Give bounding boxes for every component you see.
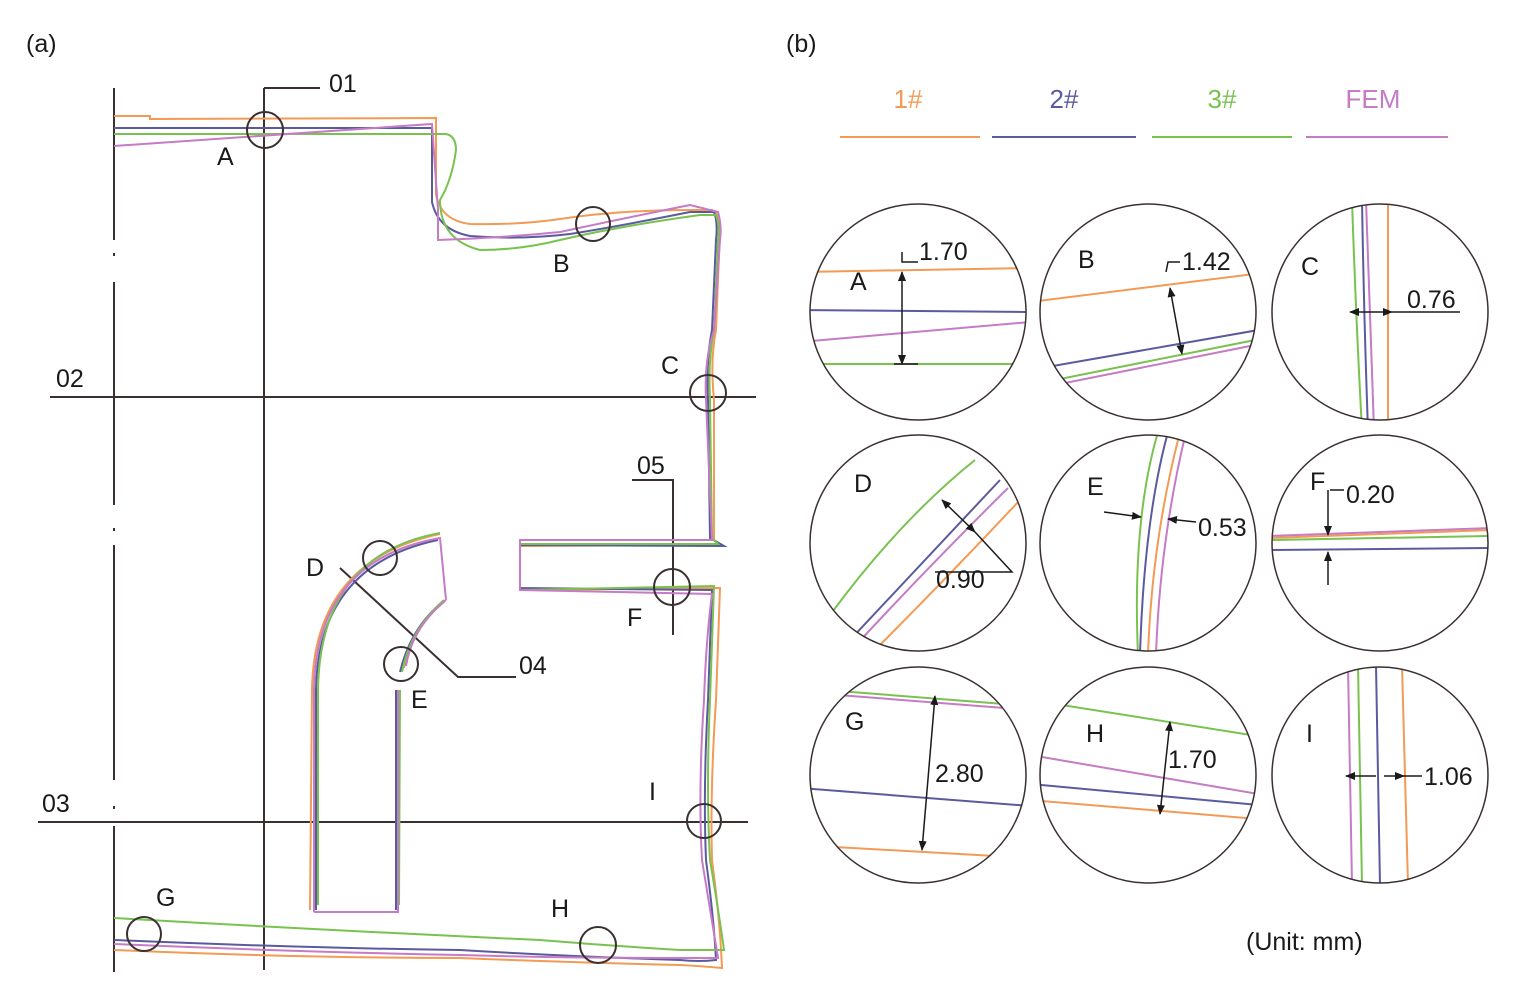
section-label-02: 02: [56, 365, 84, 393]
point-label-h: H: [551, 895, 569, 923]
marker-circle-d: [362, 540, 398, 576]
point-label-b: B: [553, 250, 570, 278]
detail-h: H 1.70: [1039, 666, 1257, 884]
point-label-f: F: [627, 604, 642, 632]
marker-circle-e: [383, 646, 419, 682]
marker-circle-f: [653, 568, 691, 606]
detail-b-value: 1.42: [1182, 248, 1231, 276]
section-line-05: [632, 479, 674, 635]
legend-label-fem: FEM: [1346, 84, 1401, 114]
detail-i: I 1.06: [1271, 666, 1489, 884]
marker-circle-c: [689, 374, 727, 412]
detail-f: F 0.20: [1271, 434, 1489, 652]
marker-circle-i: [686, 803, 722, 839]
detail-a-label: A: [850, 268, 867, 296]
marker-circle-b: [575, 206, 611, 242]
panel-a: (a) 01 02 03 04 05: [26, 30, 756, 972]
reference-lines: [38, 87, 756, 972]
detail-g-value: 2.80: [935, 760, 984, 788]
detail-g-label: G: [845, 708, 864, 736]
marker-circles: [126, 111, 727, 964]
detail-f-label: F: [1310, 468, 1325, 496]
detail-e: E 0.53: [1039, 434, 1257, 652]
outline-series-2: [113, 127, 728, 962]
detail-c-label: C: [1301, 253, 1319, 281]
detail-d-value: 0.90: [936, 566, 985, 594]
section-label-05: 05: [637, 452, 665, 480]
marker-circle-a: [246, 111, 284, 149]
legend: 1# 2# 3# FEM: [840, 84, 1448, 138]
detail-e-value: 0.53: [1198, 514, 1247, 542]
detail-i-value: 1.06: [1424, 763, 1473, 791]
point-label-a: A: [217, 143, 234, 171]
detail-h-label: H: [1086, 720, 1104, 748]
section-line-04: [339, 567, 516, 678]
unit-label: (Unit: mm): [1246, 928, 1363, 956]
legend-label-1: 1#: [894, 84, 923, 114]
detail-b-label: B: [1078, 246, 1095, 274]
legend-label-2: 2#: [1050, 84, 1079, 114]
detail-b: B 1.42: [1039, 203, 1257, 421]
point-label-i: I: [649, 778, 656, 806]
detail-d: D 0.90: [809, 434, 1027, 652]
marker-circle-g: [126, 916, 162, 952]
detail-h-value: 1.70: [1168, 746, 1217, 774]
point-label-e: E: [411, 686, 428, 714]
section-label-03: 03: [42, 790, 70, 818]
detail-g: G 2.80: [809, 666, 1027, 884]
detail-e-label: E: [1087, 473, 1104, 501]
panel-b-label: (b): [786, 30, 817, 58]
detail-c-value: 0.76: [1407, 286, 1456, 314]
point-label-d: D: [306, 554, 324, 582]
section-label-01: 01: [329, 70, 357, 98]
detail-d-label: D: [854, 470, 872, 498]
marker-circle-h: [579, 926, 617, 964]
detail-f-value: 0.20: [1346, 481, 1395, 509]
point-label-c: C: [661, 352, 679, 380]
point-label-g: G: [156, 884, 175, 912]
detail-i-label: I: [1306, 720, 1313, 748]
detail-c: C 0.76: [1271, 203, 1489, 421]
legend-label-3: 3#: [1208, 84, 1237, 114]
section-label-04: 04: [519, 652, 547, 680]
panel-b: (b) 1# 2# 3# FEM A 1.70: [786, 30, 1489, 956]
panel-a-label: (a): [26, 30, 57, 58]
detail-a-value: 1.70: [919, 238, 968, 266]
detail-a: A 1.70: [809, 203, 1027, 421]
outline-fem: [113, 122, 722, 960]
